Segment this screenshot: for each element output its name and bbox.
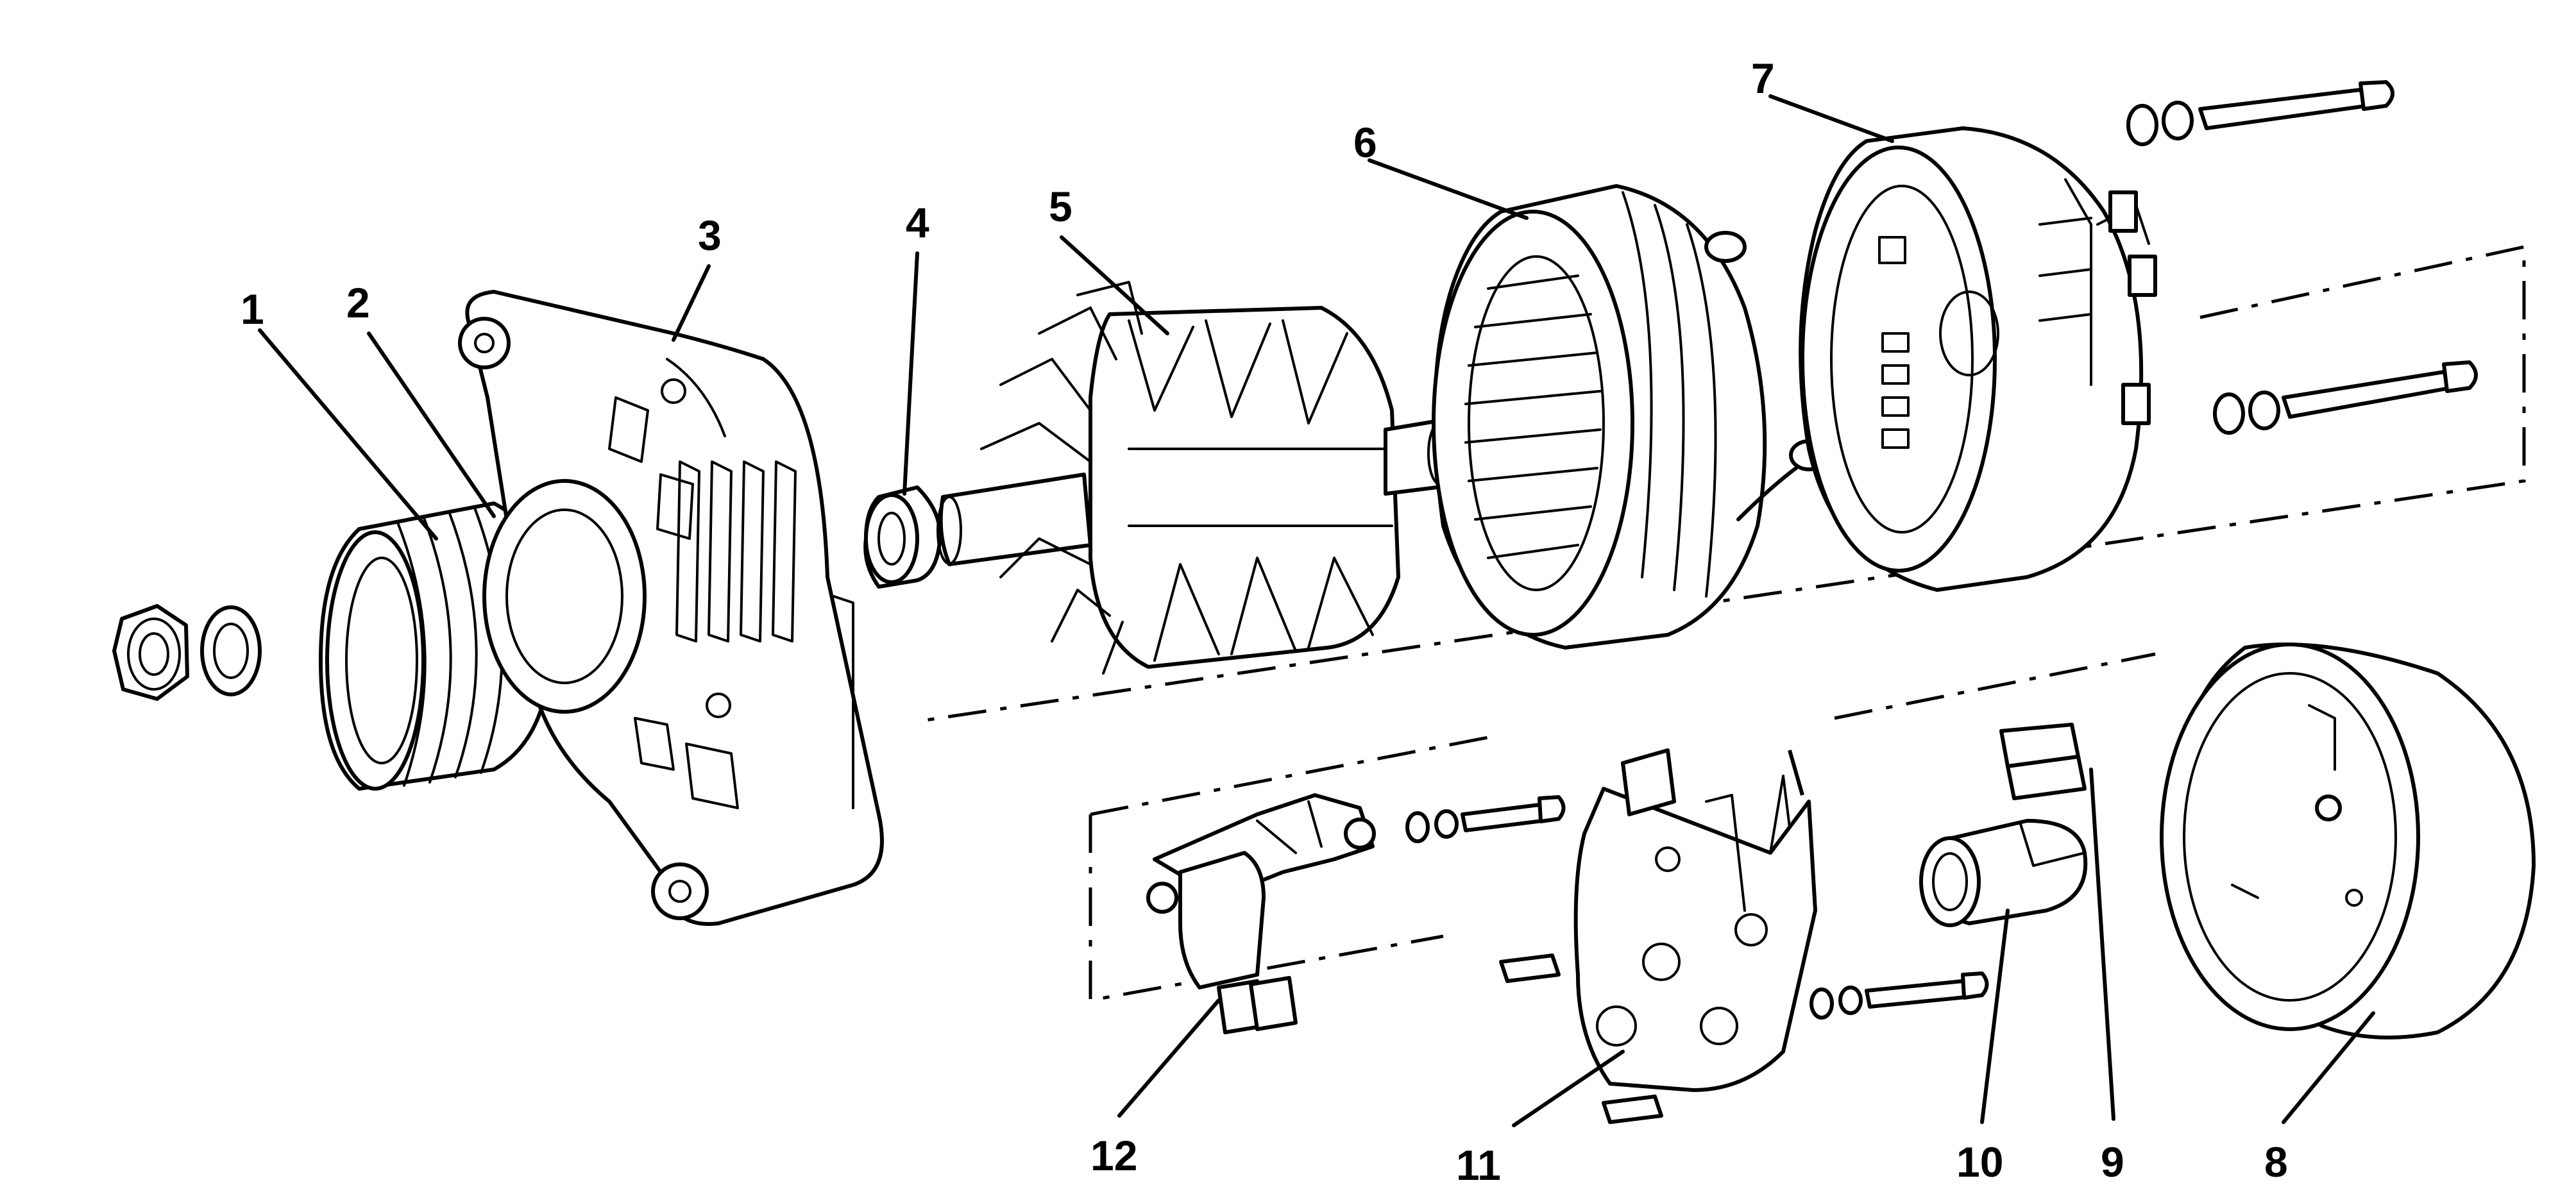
nut (112, 604, 189, 701)
callout-8: 8 (2264, 1138, 2288, 1185)
callout-10: 10 (1956, 1138, 2003, 1185)
rotor (936, 281, 1455, 675)
voltage-regulator (1146, 793, 1376, 1034)
callout-11: 11 (1456, 1141, 1501, 1185)
callout-5: 5 (1049, 183, 1072, 230)
callout-9: 9 (2101, 1138, 2124, 1185)
assembly-boundary-lines (917, 244, 2526, 1002)
callout-12: 12 (1090, 1132, 1137, 1179)
drive-end-housing (458, 290, 884, 926)
rectifier (1499, 748, 1817, 1124)
slip-ring-end-housing (1799, 126, 2157, 592)
brush-assembly (1919, 819, 2088, 927)
regulator-screw (1405, 795, 1566, 843)
callout-6: 6 (1353, 119, 1377, 166)
end-cover (2160, 643, 2536, 1039)
spacer-ring (863, 485, 942, 589)
callout-2: 2 (346, 279, 370, 326)
callout-1: 1 (241, 285, 264, 333)
callout-4: 4 (906, 199, 929, 246)
through-bolt-upper (2126, 80, 2394, 146)
callout-3: 3 (698, 212, 722, 259)
callout-labels: 1 2 3 4 5 6 7 8 9 10 11 12 (241, 55, 2288, 1185)
leader-lines (258, 94, 2375, 1127)
through-bolt-lower (2213, 360, 2478, 435)
callout-7: 7 (1751, 55, 1775, 102)
brush-holder-cap (1999, 723, 2087, 800)
rectifier-screw (1809, 971, 1989, 1020)
washer (200, 605, 262, 696)
stator (1432, 184, 1829, 650)
